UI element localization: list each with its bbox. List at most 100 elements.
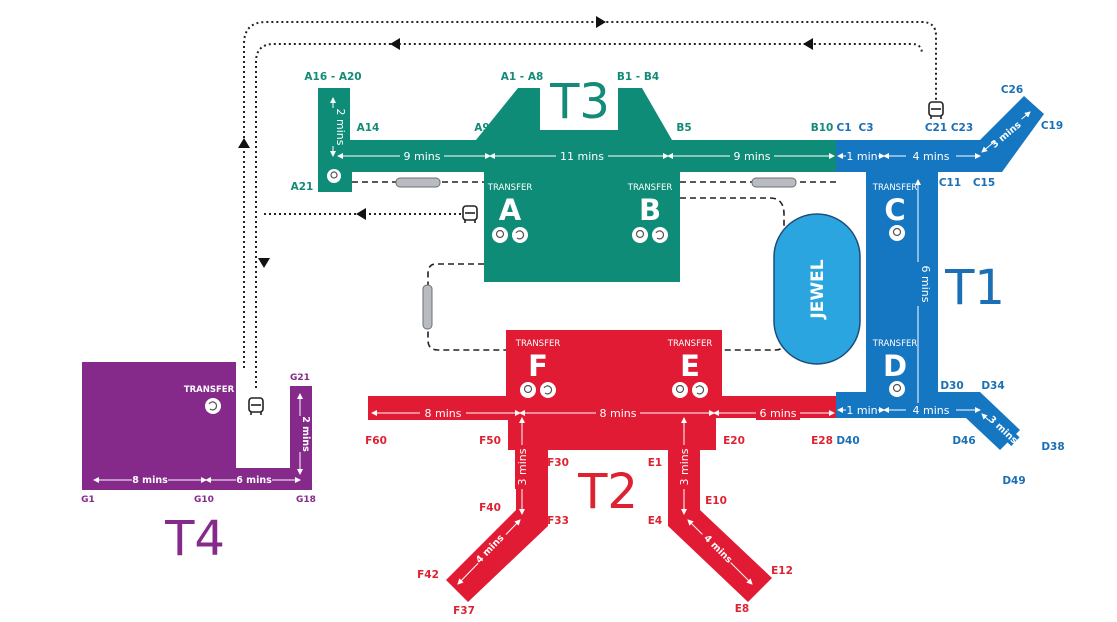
svg-text:A: A [499,193,522,227]
immigration-icon [632,227,648,243]
gate-label: F33 [547,515,569,527]
gate-label: E1 [648,457,662,469]
immigration-icon [889,381,905,397]
gate-label: B10 [811,122,834,134]
train-icon [422,284,433,330]
svg-text:TRANSFER: TRANSFER [627,183,673,193]
walk-time-t1-vertical: 6 mins [919,266,932,303]
terminal-label-t1: T1 [944,260,1005,316]
walk-time-t2-f-vert: 3 mins [516,448,529,485]
t3-walk-times: 2 mins 9 mins 11 mins 9 mins [326,97,835,163]
gate-label: A14 [357,122,380,134]
immigration-icon [520,382,536,398]
bus-icons [248,101,944,415]
t4-walk-times: 8 mins 6 mins 2 mins [93,393,311,486]
gate-label: E8 [735,603,749,615]
arrow-left-icon [390,38,400,50]
svg-text:C: C [884,193,905,227]
walk-time-t1-d2: 4 mins [913,404,950,417]
walk-time-t1-c2: 4 mins [913,150,950,163]
walk-time-t2-2: 8 mins [600,407,637,420]
gate-label: D38 [1041,441,1064,453]
transfer-area-c: TRANSFER C [872,183,918,241]
transfer-icon [512,227,528,243]
gate-label: F40 [479,502,501,514]
walk-time-t2-3: 6 mins [760,407,797,420]
gate-label: D30 [940,380,963,392]
transfer-area-a: TRANSFER A [487,183,532,243]
walk-time-t3-a-pier: 2 mins [334,109,347,146]
walk-time-t3-2: 11 mins [560,150,604,163]
immigration-icon [327,169,341,183]
transfer-area-f: TRANSFER F [515,339,560,398]
gate-label: C11 [939,177,961,189]
gate-label: G10 [194,495,214,505]
arrow-down-icon [258,258,270,268]
t3-building [318,88,836,282]
gate-label: B5 [676,122,691,134]
gate-label: A1 - A8 [501,71,544,83]
svg-text:B: B [639,193,661,227]
svg-text:E: E [680,349,700,383]
gate-label: C26 [1001,84,1023,96]
gate-label: F50 [479,435,501,447]
gate-label: G18 [296,495,316,505]
arrow-right-icon [596,16,606,28]
t1-walk-times: 1 min 4 mins 3 mins 6 mins 1 min 4 mins … [837,111,1031,455]
transfer-icon [205,398,221,414]
svg-text:D: D [883,349,907,383]
gate-label: D40 [836,435,859,447]
immigration-icon [672,382,688,398]
walk-time-t2-1: 8 mins [425,407,462,420]
gate-label: A21 [291,181,314,193]
walk-time-t3-1: 9 mins [404,150,441,163]
gate-label: B1 - B4 [617,71,659,83]
gate-labels-t2: F60 F50 F30 E1 E20 E28 F40 F33 E4 E10 F4… [365,435,833,617]
transfer-icon [692,382,708,398]
transfer-icon [652,227,668,243]
gate-label: F60 [365,435,387,447]
gate-label: F42 [417,569,439,581]
walk-time-t4-1: 8 mins [132,475,168,486]
gate-label: G1 [81,495,95,505]
gate-label: D49 [1002,475,1025,487]
gate-label: E4 [648,515,662,527]
transfer-area-b: TRANSFER B [627,183,673,243]
walk-time-t4-vert: 2 mins [300,416,311,452]
gate-label: E28 [811,435,833,447]
gate-label: C23 [951,122,973,134]
arrow-left-icon [356,208,366,220]
gate-label: C1 [836,122,851,134]
bus-routes [243,21,937,388]
terminal-label-t2: T2 [577,464,638,520]
svg-text:F: F [528,349,548,383]
gate-label: A16 - A20 [304,71,361,83]
gate-label: C21 [925,122,947,134]
walk-time-t1-c1: 1 min [846,150,877,163]
immigration-icon [492,227,508,243]
arrow-left-icon [803,38,813,50]
t4-building [82,362,312,490]
jewel-label: JEWEL [808,259,828,319]
gate-label: E20 [723,435,745,447]
terminal-label-t4: T4 [164,511,225,567]
walk-time-t1-d1: 1 min [846,404,877,417]
bus-icon [928,101,944,119]
arrow-up-icon [238,138,250,148]
transfer-area-e: TRANSFER E [667,339,712,398]
svg-text:TRANSFER: TRANSFER [872,183,918,193]
bus-route-inner [255,43,923,388]
walk-time-t3-3: 9 mins [734,150,771,163]
walk-time-t2-e-vert: 3 mins [678,448,691,485]
walk-time-t4-2: 6 mins [236,475,272,486]
gate-label: E10 [705,495,727,507]
gate-label: C15 [973,177,995,189]
svg-text:TRANSFER: TRANSFER [872,339,918,349]
gate-label: A9 [474,122,489,134]
gate-label: C3 [858,122,873,134]
bus-icon [462,205,478,223]
gate-labels-t3: A16 - A20 A1 - A8 B1 - B4 A14 A9 B5 B10 … [291,71,834,193]
gate-label: D46 [952,435,975,447]
transfer-icon [540,382,556,398]
